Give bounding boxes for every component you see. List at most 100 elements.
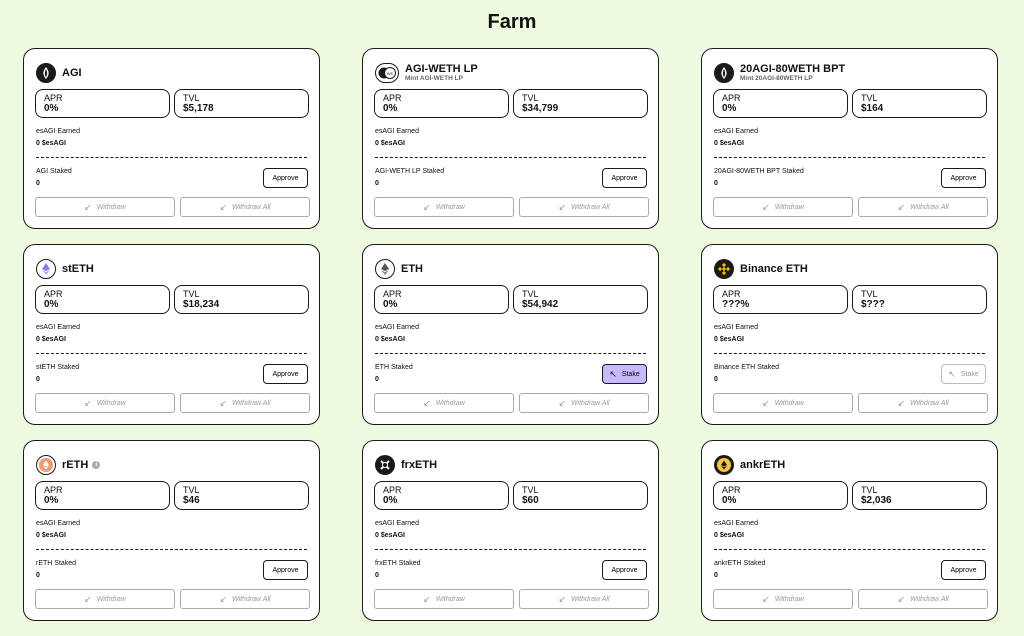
apr-label: APR [722, 485, 741, 495]
withdraw-label: Withdraw [435, 203, 465, 211]
withdraw-all-button[interactable]: ↙Withdraw All [858, 589, 988, 609]
earned-label: esAGI Earned [375, 324, 419, 331]
tvl-value: $164 [861, 103, 884, 114]
tvl-box: TVL$46 [174, 481, 309, 510]
card-header: Binance ETH [714, 257, 985, 281]
card-header: AGI [36, 61, 307, 85]
staked-label: AGI-WETH LP Staked [375, 168, 445, 175]
stake-button[interactable]: ↖Stake [941, 364, 986, 384]
arrow-up-left-icon: ↖ [609, 368, 617, 379]
withdraw-button[interactable]: ↙ Withdraw [374, 197, 514, 217]
action-label: Approve [611, 174, 638, 182]
action-label: Approve [950, 566, 977, 574]
pool-name: frxETH [401, 459, 438, 471]
approve-button[interactable]: Approve [263, 364, 308, 384]
tvl-label: TVL [861, 289, 878, 299]
staked-label: ankrETH Staked [714, 560, 766, 567]
tvl-value: $54,942 [522, 299, 559, 310]
ankreth-icon [714, 455, 734, 475]
tvl-box: TVL$34,799 [513, 89, 648, 118]
divider [714, 549, 985, 550]
tvl-label: TVL [522, 93, 539, 103]
approve-button[interactable]: Approve [941, 168, 986, 188]
tvl-box: TVL$164 [852, 89, 987, 118]
tvl-box: TVL$60 [513, 481, 648, 510]
withdraw-all-button[interactable]: ↙Withdraw All [519, 197, 649, 217]
withdraw-button[interactable]: ↙ Withdraw [35, 197, 175, 217]
apr-value: 0% [722, 103, 737, 114]
staked-value: 0 [375, 572, 379, 579]
withdraw-button[interactable]: ↙ Withdraw [374, 589, 514, 609]
arrow-down-left-icon: ↙ [423, 201, 431, 212]
withdraw-button[interactable]: ↙Withdraw [374, 393, 514, 413]
stake-button[interactable]: ↖Stake [602, 364, 647, 384]
earned-label: esAGI Earned [714, 324, 758, 331]
withdraw-all-button[interactable]: ↙Withdraw All [519, 589, 649, 609]
staked-label: stETH Staked [36, 364, 80, 371]
arrow-down-left-icon: ↙ [219, 593, 227, 604]
withdraw-all-label: Withdraw All [909, 399, 949, 407]
earned-value: 0 $esAGI [375, 532, 405, 539]
withdraw-button[interactable]: ↙Withdraw [35, 589, 175, 609]
earned-value: 0 $esAGI [36, 336, 66, 343]
staked-label: Binance ETH Staked [714, 364, 779, 371]
withdraw-all-button[interactable]: ↙ Withdraw All [858, 393, 988, 413]
withdraw-label: Withdraw [435, 595, 465, 603]
arrow-down-left-icon: ↙ [897, 397, 905, 408]
withdraw-button[interactable]: ↙Withdraw [713, 393, 853, 413]
tvl-label: TVL [861, 93, 878, 103]
withdraw-all-button[interactable]: ↙Withdraw All [180, 589, 310, 609]
withdraw-label: Withdraw [774, 595, 804, 603]
withdraw-all-button[interactable]: ↙Withdraw All [519, 393, 649, 413]
divider [375, 157, 646, 158]
apr-value: 0% [44, 299, 59, 310]
withdraw-label: Withdraw [96, 203, 126, 211]
eth-icon [375, 259, 395, 279]
tvl-value: $2,036 [861, 495, 892, 506]
action-label: Stake [960, 370, 979, 378]
divider [375, 549, 646, 550]
arrow-down-left-icon: ↙ [84, 397, 92, 408]
tvl-label: TVL [522, 289, 539, 299]
tvl-value: $60 [522, 495, 539, 506]
apr-value: 0% [44, 495, 59, 506]
withdraw-button[interactable]: ↙Withdraw [35, 393, 175, 413]
apr-value: 0% [383, 103, 398, 114]
tvl-box: TVL$54,942 [513, 285, 648, 314]
agi-logo-icon [36, 63, 56, 83]
approve-button[interactable]: Approve [263, 168, 308, 188]
pool-name: 20AGI-80WETH BPT [740, 63, 846, 75]
withdraw-button[interactable]: ↙ Withdraw [713, 589, 853, 609]
approve-button[interactable]: Approve [263, 560, 308, 580]
info-icon[interactable]: i [92, 461, 101, 469]
earned-value: 0 $esAGI [36, 140, 66, 147]
approve-button[interactable]: Approve [602, 168, 647, 188]
approve-button[interactable]: Approve [602, 560, 647, 580]
arrow-down-left-icon: ↙ [762, 397, 770, 408]
arrow-down-left-icon: ↙ [558, 397, 566, 408]
earned-value: 0 $esAGI [375, 336, 405, 343]
arrow-down-left-icon: ↙ [423, 593, 431, 604]
tvl-box: TVL$18,234 [174, 285, 309, 314]
approve-button[interactable]: Approve [941, 560, 986, 580]
withdraw-all-button[interactable]: ↙Withdraw All [858, 197, 988, 217]
pool-subtitle: Mint 20AGI-80WETH LP [740, 75, 813, 82]
apr-value: 0% [722, 495, 737, 506]
arrow-down-left-icon: ↙ [762, 593, 770, 604]
tvl-label: TVL [183, 289, 200, 299]
withdraw-all-button[interactable]: ↙Withdraw All [180, 393, 310, 413]
withdraw-button[interactable]: ↙Withdraw [713, 197, 853, 217]
arrow-down-left-icon: ↙ [219, 201, 227, 212]
withdraw-all-button[interactable]: ↙Withdraw All [180, 197, 310, 217]
divider [714, 353, 985, 354]
arrow-down-left-icon: ↙ [84, 201, 92, 212]
